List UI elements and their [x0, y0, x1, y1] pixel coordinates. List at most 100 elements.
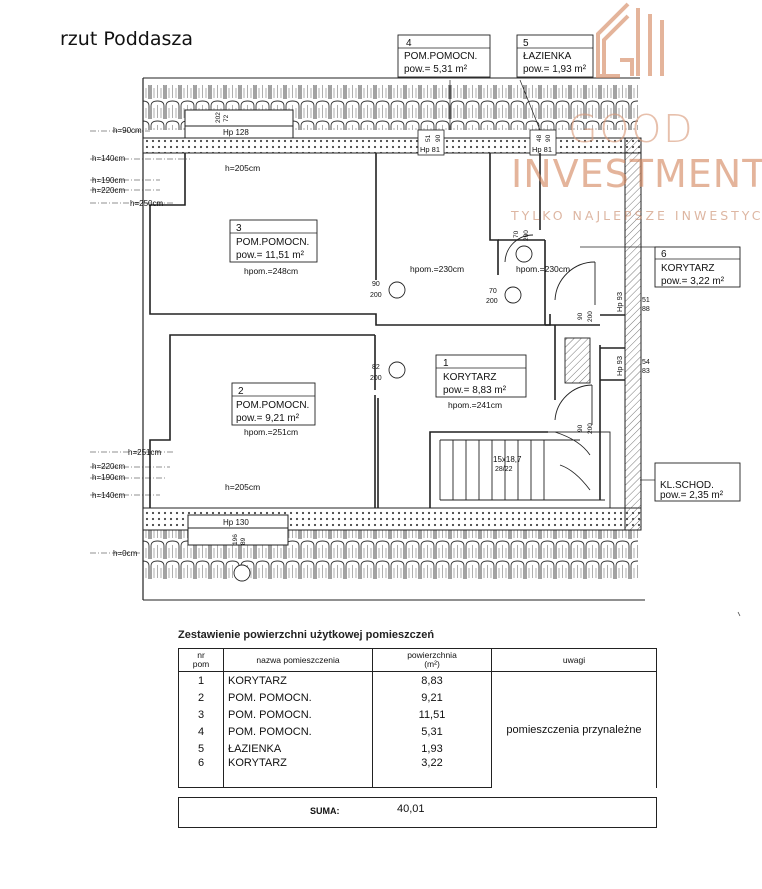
dim-200-d: 200 [587, 311, 594, 322]
room-2-name: POM.POMOCN. [236, 400, 309, 411]
table-row: 1 KORYTARZ 8,83 pomieszczenia przynależn… [178, 671, 657, 788]
room-1-area: pow.= 8,83 m² [443, 385, 507, 396]
table-title: Zestawienie powierzchni użytkowej pomies… [178, 629, 435, 641]
stairs-room-area: pow.= 2,35 m² [660, 490, 724, 501]
dim-200-a: 200 [523, 230, 530, 241]
logo-text-investment: INVESTMENT [511, 152, 762, 196]
level-h140-bot: h=140cm [92, 491, 125, 500]
room-5-nr: 5 [523, 38, 529, 49]
stairs-room-name: KL.SCHOD. [660, 480, 714, 491]
row-nr: 4 [178, 723, 224, 740]
level-h220-top: h=220cm [92, 186, 125, 195]
area-summary-table: nr pom nazwa pomieszczenia powierzchnia … [178, 648, 657, 788]
dim-90-a: 90 [435, 134, 442, 142]
room-1-height: hpom.=241cm [448, 400, 502, 410]
hpom-230-a: hpom.=230cm [410, 264, 464, 274]
dim-51: 51 [425, 134, 432, 142]
dim-196: 196 [232, 534, 239, 545]
table-row: 4 POM. POMOCN. 5,31 [178, 723, 657, 740]
level-h250: h=250cm [130, 199, 163, 208]
dim-88: 88 [642, 306, 650, 313]
sum-label: SUMA: [310, 806, 340, 816]
dim-89: 89 [240, 537, 247, 545]
dim-70-b: 70 [489, 288, 497, 295]
row-name: ŁAZIENKA [223, 740, 373, 757]
row-name: POM. POMOCN. [223, 706, 373, 723]
dim-90-d: 90 [577, 312, 584, 320]
header-area: powierzchnia (m²) [372, 648, 492, 672]
logo-tagline: TYLKO NAJLEPSZE INWESTYCJE [511, 208, 762, 223]
row-notes: pomieszczenia przynależne [491, 671, 657, 788]
table-row: 3 POM. POMOCN. 11,51 [178, 706, 657, 723]
room-1-name: KORYTARZ [443, 372, 497, 383]
dim-48: 48 [536, 134, 543, 142]
stairs-steps: 15x18,7 [493, 455, 522, 464]
room-5-area: pow.= 1,93 m² [523, 64, 587, 75]
row-nr: 2 [178, 689, 224, 706]
row-area: 8,83 [372, 671, 492, 689]
row-nr: 6 [178, 757, 224, 788]
room-4-area: pow.= 5,31 m² [404, 64, 468, 75]
room-3-height: hpom.=248cm [244, 266, 298, 276]
row-name: KORYTARZ [223, 757, 373, 788]
dim-72: 72 [223, 114, 230, 122]
dim-200-b: 200 [370, 292, 382, 299]
dim-200-f: 200 [587, 423, 594, 434]
level-h190-bot: h=190cm [92, 473, 125, 482]
dim-90-b: 90 [545, 134, 552, 142]
row-name: KORYTARZ [223, 671, 373, 689]
row-area: 3,22 [372, 757, 492, 788]
table-row: 2 POM. POMOCN. 9,21 [178, 689, 657, 706]
header-notes: uwagi [491, 648, 657, 672]
hp-81-a: Hp 81 [420, 145, 440, 154]
row-area: 9,21 [372, 689, 492, 706]
row-nr: 1 [178, 671, 224, 689]
room-3-nr: 3 [236, 223, 242, 234]
row-area: 11,51 [372, 706, 492, 723]
room-4-name: POM.POMOCN. [404, 51, 477, 62]
header-nr: nr pom [178, 648, 224, 672]
logo-text-good: GOOD [568, 107, 695, 151]
stairs-steps-2: 28/22 [495, 466, 513, 473]
room-6-nr: 6 [661, 249, 667, 260]
room-2-area: pow.= 9,21 m² [236, 413, 300, 424]
sum-row: SUMA: 40,01 [178, 797, 657, 828]
wall-right [624, 137, 642, 531]
room-4-nr: 4 [406, 38, 412, 49]
row-area: 5,31 [372, 723, 492, 740]
good-investment-logo: GOOD INVESTMENT TYLKO NAJLEPSZE INWESTYC… [508, 0, 762, 240]
room-5-name: ŁAZIENKA [523, 51, 572, 62]
dim-200-e: 200 [370, 375, 382, 382]
level-h0: h=0cm [113, 549, 138, 558]
row-nr: 5 [178, 740, 224, 757]
room-3-area: pow.= 11,51 m² [236, 250, 305, 261]
level-h220-bot: h=220cm [92, 462, 125, 471]
room-3-name: POM.POMOCN. [236, 237, 309, 248]
logo-mark-icon [596, 2, 664, 78]
hpom-230-b: hpom.=230cm [516, 264, 570, 274]
hp-81-b: Hp 81 [532, 145, 552, 154]
dim-202: 202 [215, 112, 222, 123]
dim-70-a: 70 [513, 230, 520, 238]
dim-90-e: 90 [577, 424, 584, 432]
room-1-nr: 1 [443, 358, 449, 369]
table-row: 5 ŁAZIENKA 1,93 [178, 740, 657, 757]
level-h90: h=90cm [113, 126, 142, 135]
dim-82: 82 [372, 364, 380, 371]
dim-54: 54 [642, 359, 650, 366]
room-2-nr: 2 [238, 386, 244, 397]
level-h140-top: h=140cm [92, 154, 125, 163]
level-h251: h=251cm [128, 448, 161, 457]
drawing-title: rzut Poddasza [60, 28, 193, 50]
row-name: POM. POMOCN. [223, 723, 373, 740]
hp-93-b: Hp 93 [615, 356, 624, 376]
room-6-name: KORYTARZ [661, 263, 715, 274]
dim-200-c: 200 [486, 298, 498, 305]
header-name: nazwa pomieszczenia [223, 648, 373, 672]
row-area: 1,93 [372, 740, 492, 757]
hp-93-a: Hp 93 [615, 292, 624, 312]
sum-value: 40,01 [397, 803, 425, 815]
dim-83: 83 [642, 368, 650, 375]
level-h190-top: h=190cm [92, 176, 125, 185]
